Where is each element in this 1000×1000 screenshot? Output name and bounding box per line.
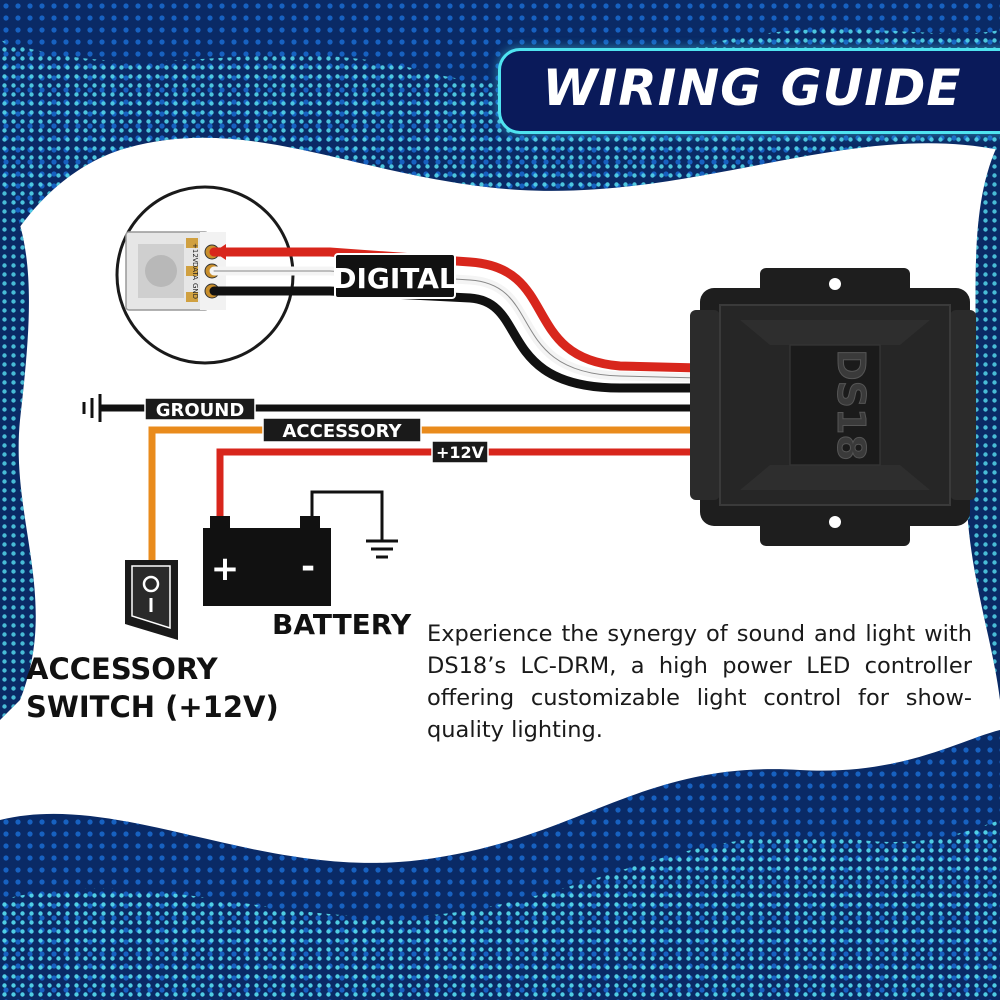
digital-wire-label: DIGITAL [333, 262, 457, 295]
ground-symbol-icon [366, 539, 398, 559]
battery-minus-sign: - [301, 547, 315, 587]
accessory-label-box [262, 417, 422, 443]
accessory-switch-label-line2: SWITCH (+12V) [26, 690, 279, 724]
product-description: Experience the synergy of sound and ligh… [427, 621, 972, 743]
chip-pin-label: GND [191, 283, 199, 299]
digital-wires [209, 244, 705, 393]
digital-label-box [334, 253, 456, 299]
chip-pin-label: DATA [191, 262, 199, 280]
ground-wire-label: GROUND [156, 400, 245, 421]
device-logo: DS18 [829, 349, 873, 461]
accessory-switch-label-line1: ACCESSORY [26, 652, 218, 686]
chip-pin-label: +12V [191, 243, 199, 263]
plus12v-wire [216, 448, 705, 520]
plus12v-label-box [431, 440, 489, 464]
accessory-switch-label: ACCESSORY SWITCH (+12V) [26, 650, 279, 726]
title-banner [498, 48, 1000, 134]
accessory-wire-label: ACCESSORY [283, 421, 403, 442]
battery-label: BATTERY [272, 608, 412, 641]
page-title: WIRING GUIDE [542, 59, 962, 117]
rocker-switch-icon [125, 560, 178, 640]
ground-symbol-icon [82, 394, 102, 422]
accessory-wire [148, 426, 705, 560]
battery-icon [203, 490, 398, 606]
plus12v-wire-label: +12V [436, 443, 485, 462]
lc-drm-controller: DS18 [690, 268, 976, 546]
led-chip-callout: +12V DATA GND [115, 185, 295, 365]
ground-label-box [144, 397, 256, 421]
battery-plus-sign: + [211, 549, 240, 589]
